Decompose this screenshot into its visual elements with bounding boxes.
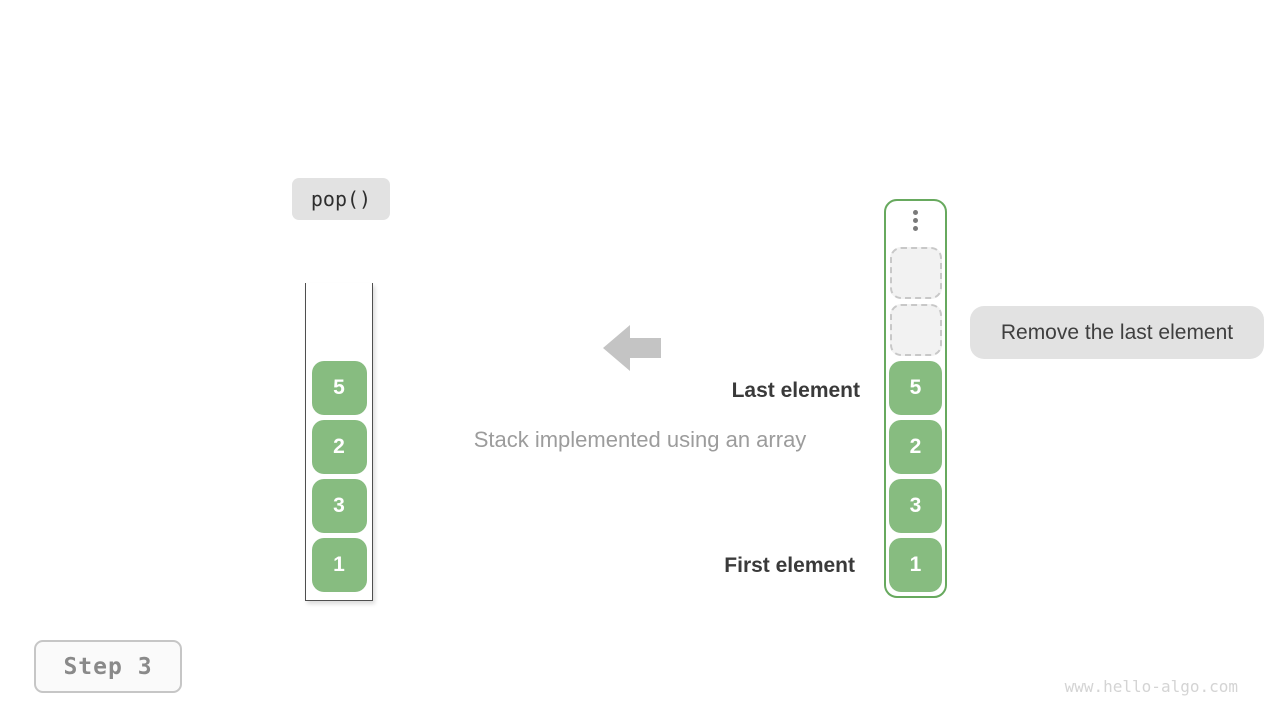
step-indicator-text: Step 3 [63,653,153,680]
stack-cell: 2 [311,420,367,474]
pop-operation-text: pop() [310,187,372,211]
diagram-caption: Stack implemented using an array [473,427,807,452]
array-cell: 3 [889,479,942,533]
array-cell-value: 2 [909,435,922,458]
stack-cell-value: 5 [333,376,345,399]
step-indicator: Step 3 [34,640,182,693]
remove-annotation: Remove the last element [970,306,1264,359]
stack-cell: 3 [311,479,367,533]
array-cell: 2 [889,420,942,474]
stack-cell: 5 [311,361,367,415]
array-cell-value: 5 [909,376,922,399]
stack-cell: 1 [311,538,367,592]
watermark: www.hello-algo.com [1064,677,1238,696]
pop-operation-label: pop() [292,178,390,220]
empty-array-slot [889,247,942,299]
stack-cell-value: 1 [333,553,345,576]
array-cell: 5 [889,361,942,415]
empty-array-slot [889,304,942,356]
first-element-label: First element [724,554,855,577]
stack-cell-value: 2 [333,435,345,458]
array-cell-value: 3 [909,494,922,517]
ellipsis-icon [913,210,918,231]
array-cell-value: 1 [909,553,922,576]
remove-annotation-text: Remove the last element [1000,320,1234,344]
stack-container: 5 2 3 1 [305,283,373,601]
left-arrow-icon [603,325,661,371]
last-element-label: Last element [731,379,860,402]
array-cell: 1 [889,538,942,592]
array-container: 5 2 3 1 [884,199,947,598]
stack-cell-value: 3 [333,494,345,517]
